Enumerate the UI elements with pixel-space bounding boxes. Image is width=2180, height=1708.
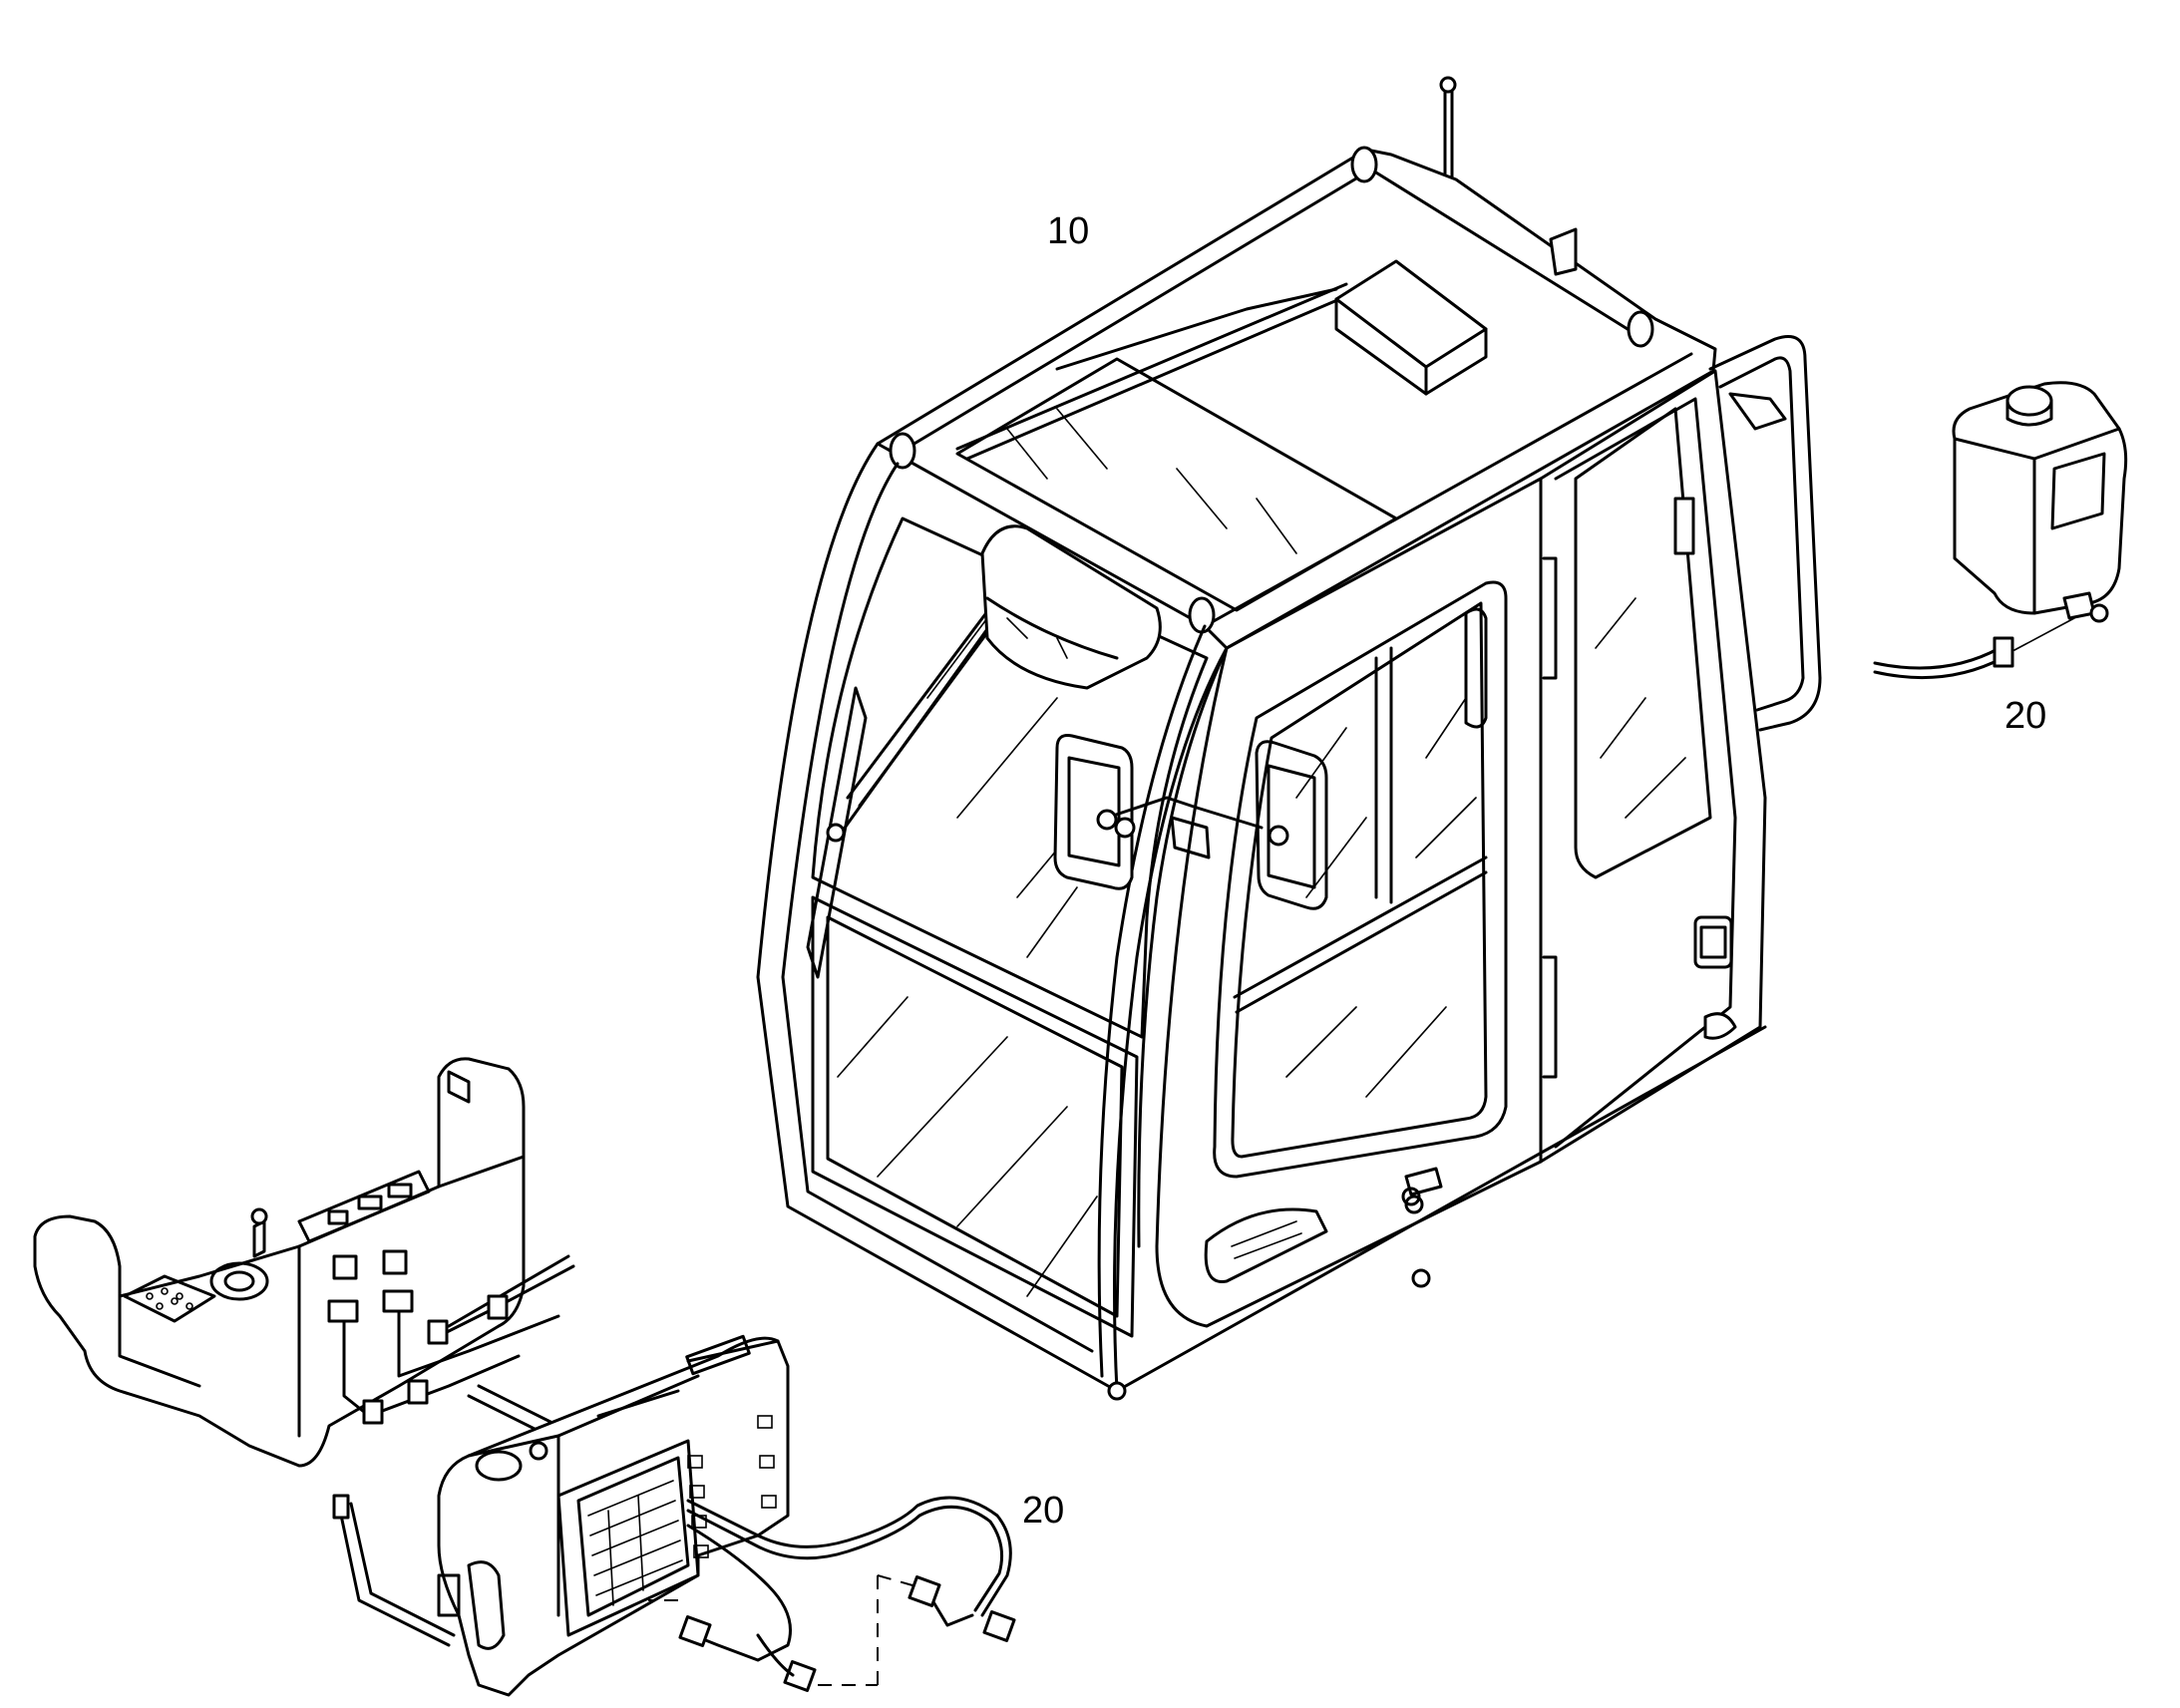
left-control-console[interactable] — [33, 1057, 526, 1468]
front-wiper — [806, 596, 1007, 979]
washer-tank[interactable] — [1873, 381, 2128, 680]
lower-front-window — [811, 895, 1139, 1338]
cab-rear-side — [1539, 369, 1767, 1164]
cab-door — [1155, 477, 1543, 1328]
roof-skylight — [955, 357, 1398, 612]
roof-wiper — [955, 282, 1353, 461]
lifting-eyes — [889, 146, 1654, 634]
rear-view-mirror-right — [1170, 740, 1328, 910]
cab-assembly[interactable] — [756, 76, 1822, 1401]
harness-leads — [648, 1496, 1016, 1695]
grab-handle — [1708, 335, 1822, 732]
door-handle — [1204, 1207, 1328, 1283]
cab-roof — [876, 148, 1717, 650]
callout-console-harness: 20 — [1022, 1490, 1064, 1532]
callout-cab: 10 — [1047, 210, 1089, 252]
right-control-console[interactable] — [332, 1334, 790, 1697]
front-frame — [756, 442, 1229, 1393]
work-light — [980, 524, 1162, 690]
front-windshield — [811, 516, 1209, 1039]
callout-washer-tank: 20 — [2004, 695, 2046, 737]
rear-view-mirror-left — [1053, 734, 1199, 890]
door-window — [1213, 580, 1508, 1179]
